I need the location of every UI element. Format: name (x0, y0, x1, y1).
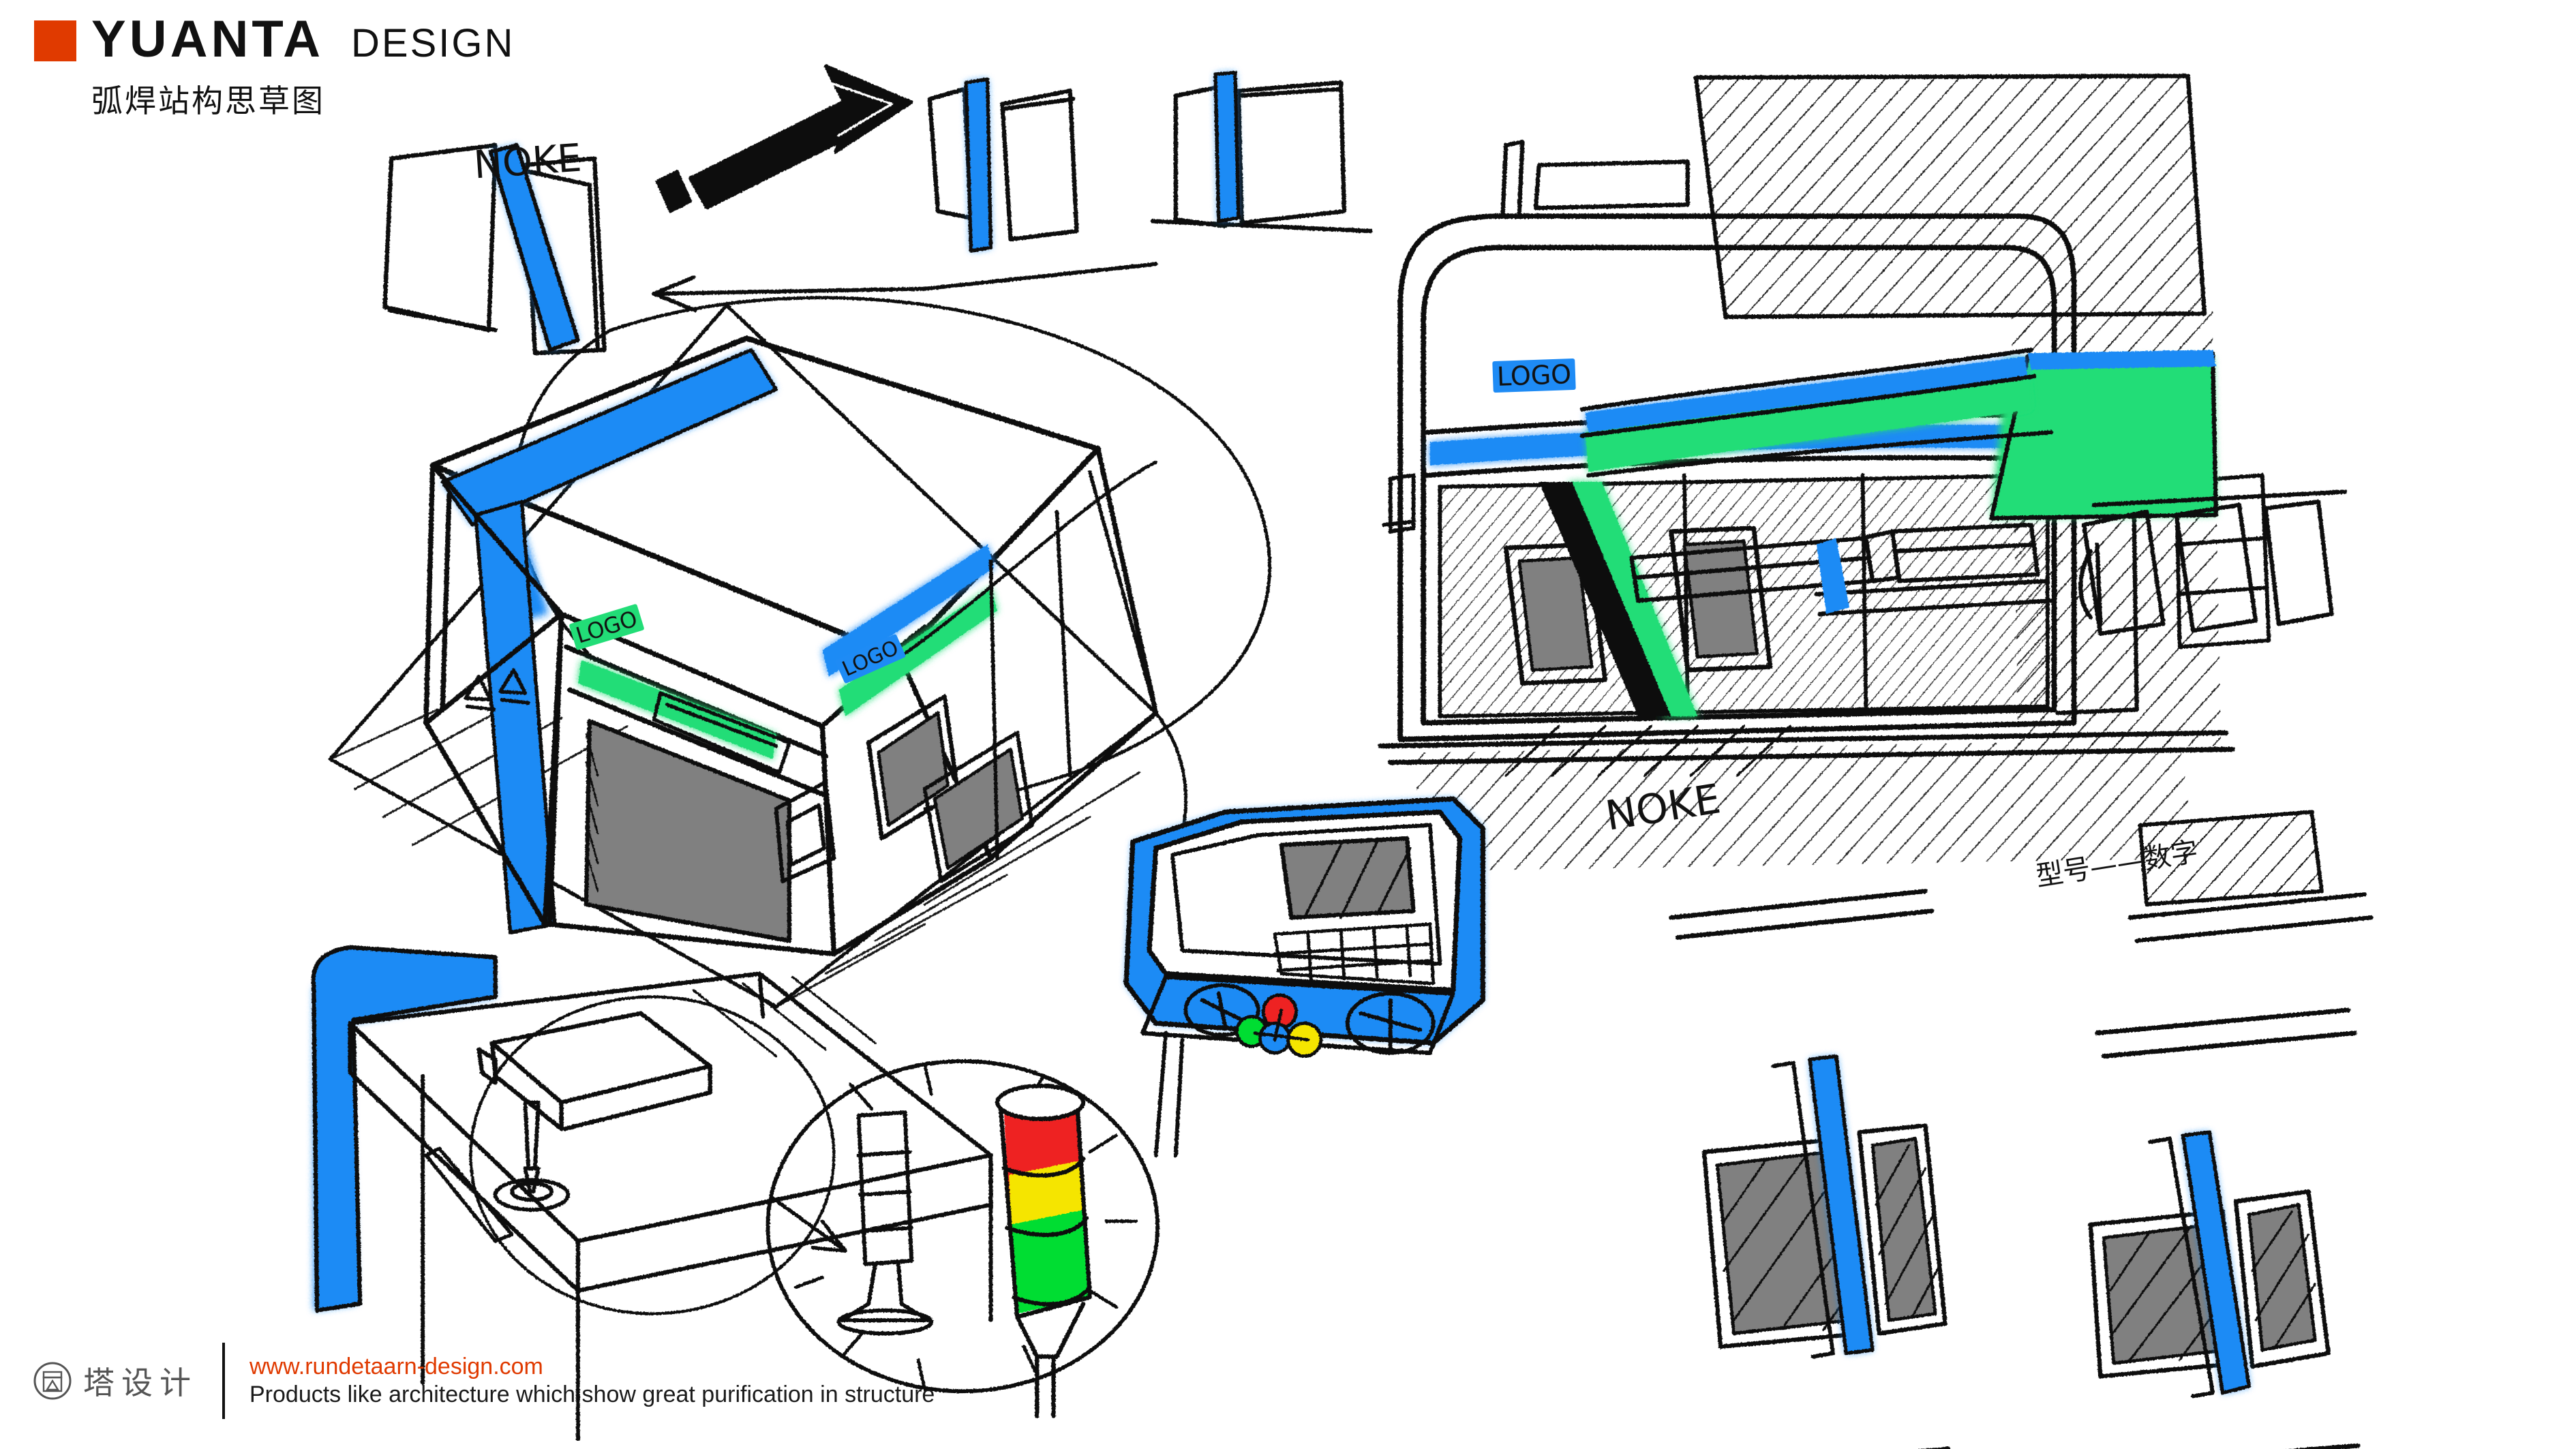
footer-url[interactable]: www.rundetaarn-design.com (249, 1354, 543, 1379)
footer-logo-text: 塔设计 (83, 1364, 198, 1401)
tower-emblem-icon (33, 1362, 72, 1400)
annotation-noke-top: NOKE (472, 136, 584, 188)
view-window-study-right (2088, 810, 2374, 1449)
bold-arrow (655, 64, 913, 213)
brand-suffix: DESIGN (351, 21, 515, 65)
brand-name: YUANTA (91, 10, 324, 68)
trim-profile-studies (1629, 522, 2053, 616)
view-hmi-console (1123, 796, 1485, 1157)
footer-logo-lockup: 塔设计 (33, 1358, 198, 1403)
view-panel-study-right (1150, 80, 1373, 234)
iso-backdrop-ellipse (513, 296, 1271, 810)
view-trim-badge (1579, 348, 2219, 521)
page-header: YUANTA DESIGN 弧焊站构思草图 (34, 14, 515, 121)
view-welding-table (311, 945, 993, 1442)
footer-divider (222, 1343, 225, 1419)
view-panel-study-left (382, 142, 607, 356)
brand-square-mark (34, 20, 76, 61)
page-footer: 塔设计 www.rundetaarn-design.com Products l… (33, 1343, 935, 1419)
brand-lockup: YUANTA DESIGN (34, 14, 515, 65)
footer-tagline: Products like architecture which show gr… (249, 1382, 935, 1407)
view-stack-light-callout (766, 1059, 1160, 1418)
annotation-logo-elevation: LOGO (1492, 358, 1576, 393)
view-main-isometric (328, 303, 1159, 1009)
page-subtitle: 弧焊站构思草图 (91, 82, 325, 119)
view-window-study-left (1669, 889, 1951, 1449)
footer-text-block: www.rundetaarn-design.com Products like … (249, 1354, 935, 1408)
callout-arrow-left (652, 262, 1158, 313)
warning-triangles (464, 668, 530, 712)
view-panel-study-mid (927, 87, 1079, 242)
